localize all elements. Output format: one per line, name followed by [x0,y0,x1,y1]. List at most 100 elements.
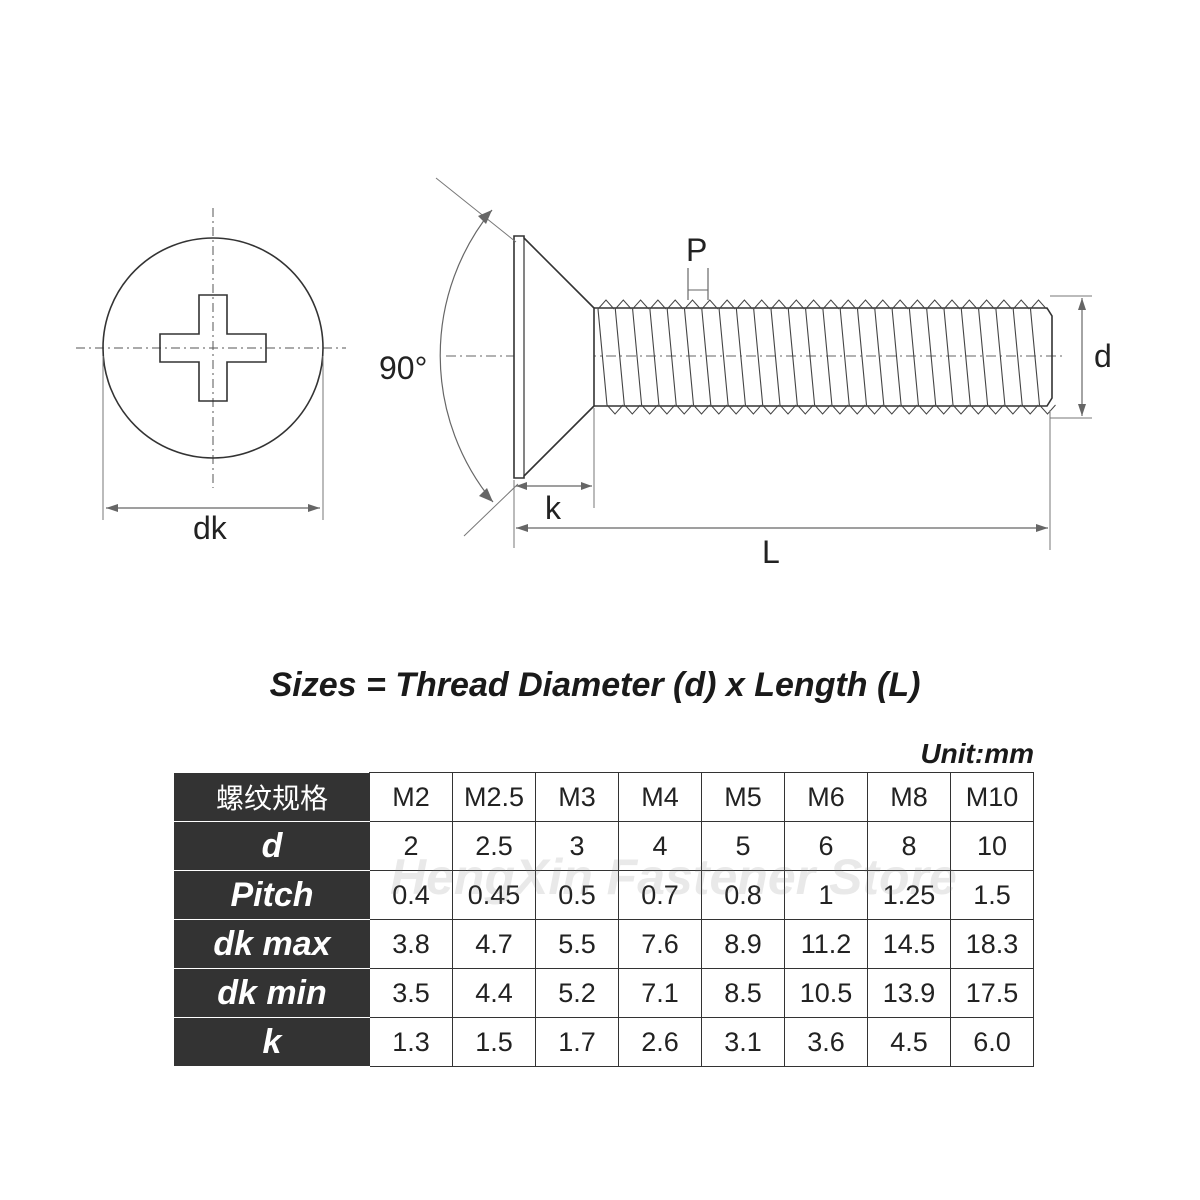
size-header-cell: M8 [867,772,951,822]
value-cell: 10 [950,821,1034,871]
thread-crest-top [632,299,649,310]
thread-crest-bottom [675,404,693,415]
thread-crest-bottom [779,404,797,415]
thread-line [770,308,781,406]
thread-crest-top [874,299,892,310]
thread-line [1012,308,1023,406]
value-cell: 4.7 [452,919,536,969]
size-header-cell: M3 [535,772,619,822]
value-cell: 4.4 [452,968,536,1018]
k-label: k [545,490,561,526]
row-header: Pitch [174,870,370,920]
thread-crest-top [960,299,978,310]
thread-line [614,308,625,406]
length-label: L [762,534,780,570]
value-cell: 6.0 [950,1017,1034,1067]
thread-crest-top [753,299,771,310]
value-cell: 18.3 [950,919,1034,969]
value-cell: 10.5 [784,968,868,1018]
thread-crest-bottom [1021,404,1039,415]
value-cell: 5 [701,821,785,871]
thread-line [649,308,660,406]
value-cell: 1 [784,870,868,920]
diameter-label: d [1094,338,1112,374]
thread-crest-top [701,299,719,310]
value-cell: 0.5 [535,870,619,920]
thread-crest-top [736,299,753,310]
value-cell: 1.25 [867,870,951,920]
thread-crest-bottom [883,404,901,415]
row-header: 螺纹规格 [174,772,370,822]
thread-line [908,308,919,406]
row-header: dk max [174,919,370,969]
sizes-title: Sizes = Thread Diameter (d) x Length (L) [269,666,921,704]
thread-crest-top [805,299,822,310]
thread-crest-bottom [918,404,935,415]
thread-crest-bottom [796,404,814,415]
thread-line [718,308,729,406]
value-cell: 0.7 [618,870,702,920]
thread-line [753,308,764,406]
value-cell: 3.1 [701,1017,785,1067]
thread-crest-top [649,299,667,310]
phillips-cross-icon [159,294,267,402]
size-header-cell: M4 [618,772,702,822]
thread-lines [597,299,1056,415]
thread-crest-top [684,299,701,310]
thread-line [978,308,989,406]
value-cell: 1.5 [950,870,1034,920]
thread-line [943,308,954,406]
thread-line [805,308,816,406]
value-cell: 3.5 [369,968,453,1018]
pitch-label: P [686,232,708,268]
size-header-cell: M6 [784,772,868,822]
thread-crest-bottom [900,404,918,415]
thread-crest-top [666,299,684,310]
size-header-cell: M5 [701,772,785,822]
value-cell: 0.45 [452,870,536,920]
thread-line [632,308,643,406]
thread-crest-top [943,299,961,310]
value-cell: 7.6 [618,919,702,969]
thread-line [960,308,971,406]
thread-crest-bottom [693,404,710,415]
thread-crest-top [839,299,857,310]
row-header: k [174,1017,370,1067]
thread-line [787,308,798,406]
value-cell: 3.6 [784,1017,868,1067]
thread-line [822,308,833,406]
row-header: d [174,821,370,871]
value-cell: 17.5 [950,968,1034,1018]
thread-crest-top [1030,299,1047,310]
thread-crest-bottom [606,404,624,415]
thread-crest-bottom [745,404,762,415]
head-top-view [76,208,346,520]
value-cell: 11.2 [784,919,868,969]
thread-crest-bottom [727,404,745,415]
thread-crest-top [909,299,926,310]
thread-line [1029,308,1041,406]
thread-crest-top [718,299,736,310]
thread-crest-bottom [831,404,849,415]
value-cell: 1.3 [369,1017,453,1067]
value-cell: 1.7 [535,1017,619,1067]
angle-arc [439,209,494,503]
thread-line [926,308,937,406]
thread-crest-top [787,299,805,310]
thread-crest-bottom [762,404,780,415]
unit-label: Unit:mm [920,738,1034,769]
thread-crest-top [597,299,615,310]
screw-technical-drawing [76,177,1092,550]
thread-line [995,308,1006,406]
value-cell: 0.8 [701,870,785,920]
thread-crest-bottom [935,404,953,415]
size-header-cell: M2 [369,772,453,822]
value-cell: 7.1 [618,968,702,1018]
row-header: dk min [174,968,370,1018]
thread-crest-bottom [952,404,970,415]
thread-crest-bottom [1004,404,1022,415]
